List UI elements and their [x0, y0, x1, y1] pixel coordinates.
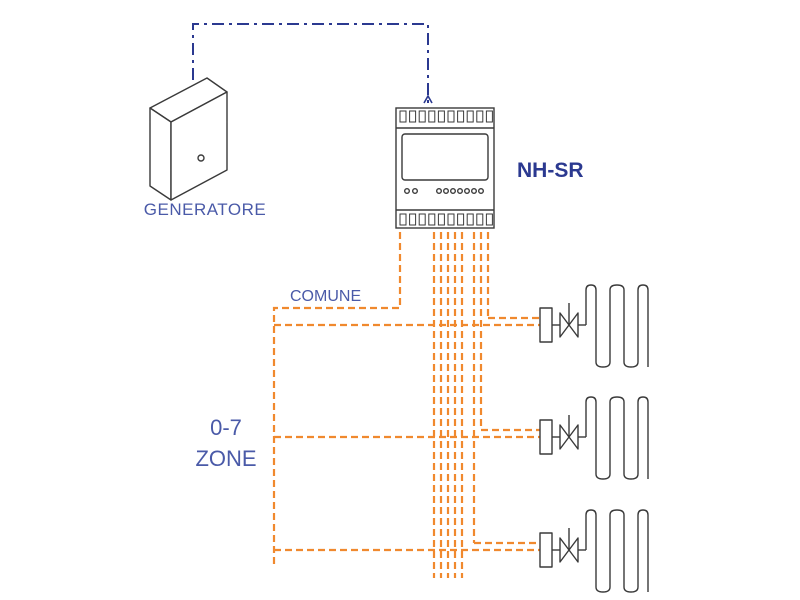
- terminal-screw: [428, 110, 436, 123]
- terminal-screw: [476, 110, 484, 123]
- terminal-screw: [418, 110, 426, 123]
- zones-count-label: 0-7: [210, 415, 242, 440]
- generator-icon: [149, 77, 228, 201]
- terminal-screw: [437, 110, 445, 123]
- zone-unit: [539, 509, 649, 593]
- radiator-icon: [585, 509, 649, 593]
- terminal-screw: [466, 213, 474, 226]
- terminal-screw: [485, 110, 493, 123]
- terminal-screw: [399, 110, 407, 123]
- actuator-icon: [539, 532, 553, 568]
- common-wire: [272, 232, 402, 566]
- top-terminals: [399, 110, 493, 123]
- terminal-screw: [457, 213, 465, 226]
- actuator-icon: [539, 307, 553, 343]
- generator-link-line: [192, 23, 429, 104]
- terminal-screw: [399, 213, 407, 226]
- actuator-icon: [539, 419, 553, 455]
- terminal-screw: [485, 213, 493, 226]
- terminal-screw: [457, 110, 465, 123]
- terminal-screw: [447, 213, 455, 226]
- device-label: NH-SR: [517, 159, 584, 182]
- terminal-screw: [447, 110, 455, 123]
- terminal-screw: [418, 213, 426, 226]
- terminal-screw: [409, 213, 417, 226]
- radiator-icon: [585, 396, 649, 480]
- terminal-screw: [437, 213, 445, 226]
- radiator-icon: [585, 284, 649, 368]
- link-arrowhead: [423, 94, 433, 104]
- terminal-screw: [409, 110, 417, 123]
- wiring: [272, 232, 540, 578]
- zone-unit: [539, 284, 649, 368]
- zone-units: [539, 284, 649, 593]
- terminal-screw: [428, 213, 436, 226]
- common-label: COMUNE: [290, 288, 361, 305]
- nh-sr-device: [395, 107, 495, 229]
- generator-label: GENERATORE: [144, 200, 266, 219]
- terminal-screw: [476, 213, 484, 226]
- zone-unit: [539, 396, 649, 480]
- terminal-screw: [466, 110, 474, 123]
- zones-label: ZONE: [195, 446, 256, 471]
- bottom-terminals: [399, 213, 493, 226]
